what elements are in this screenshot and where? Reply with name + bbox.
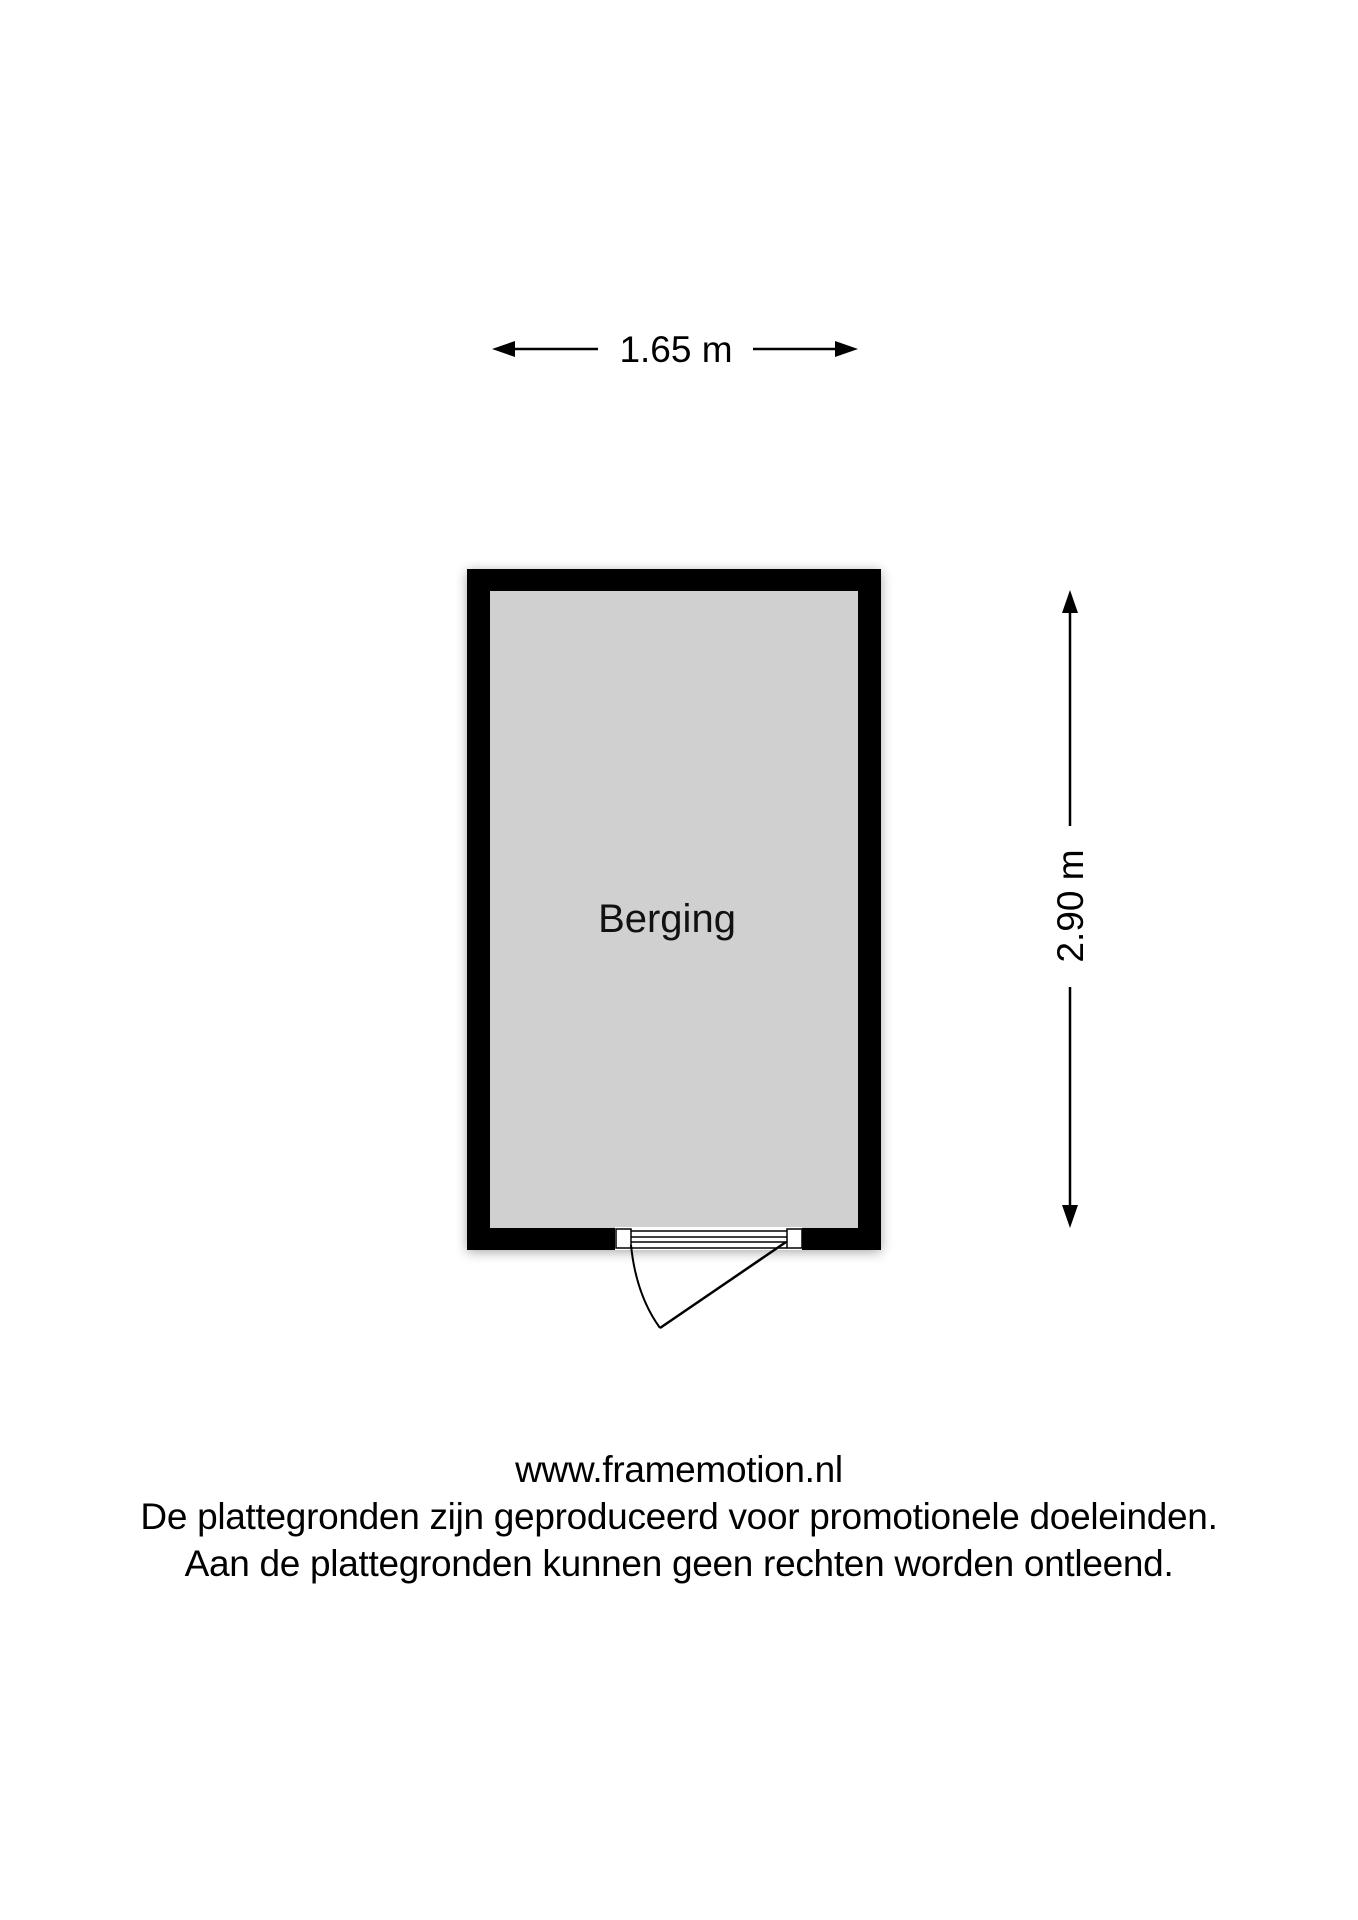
- disclaimer-line-2: Aan de plattegronden kunnen geen rechten…: [184, 1543, 1174, 1584]
- door-leaf: [659, 1240, 787, 1330]
- height-dimension-label: 2.90 m: [1050, 849, 1091, 962]
- room-floor: [490, 591, 858, 1228]
- room-label: Berging: [598, 897, 736, 941]
- arrow-up-icon: [1062, 590, 1078, 613]
- footer: www.framemotion.nl De plattegronden zijn…: [0, 1446, 1358, 1587]
- door: [615, 1227, 803, 1330]
- door-jamb-right: [786, 1228, 803, 1249]
- room-berging: Berging: [467, 569, 881, 1330]
- arrow-down-icon: [1062, 1205, 1078, 1228]
- disclaimer-line-1: De plattegronden zijn geproduceerd voor …: [140, 1496, 1218, 1537]
- website-link[interactable]: www.framemotion.nl: [515, 1449, 843, 1490]
- width-dimension-label: 1.65 m: [619, 329, 732, 370]
- height-dimension: 2.90 m: [1050, 590, 1091, 1228]
- door-swing-arc: [630, 1244, 661, 1329]
- arrow-left-icon: [492, 341, 515, 357]
- width-dimension: 1.65 m: [492, 329, 858, 370]
- door-jamb-left: [615, 1228, 632, 1249]
- arrow-right-icon: [835, 341, 858, 357]
